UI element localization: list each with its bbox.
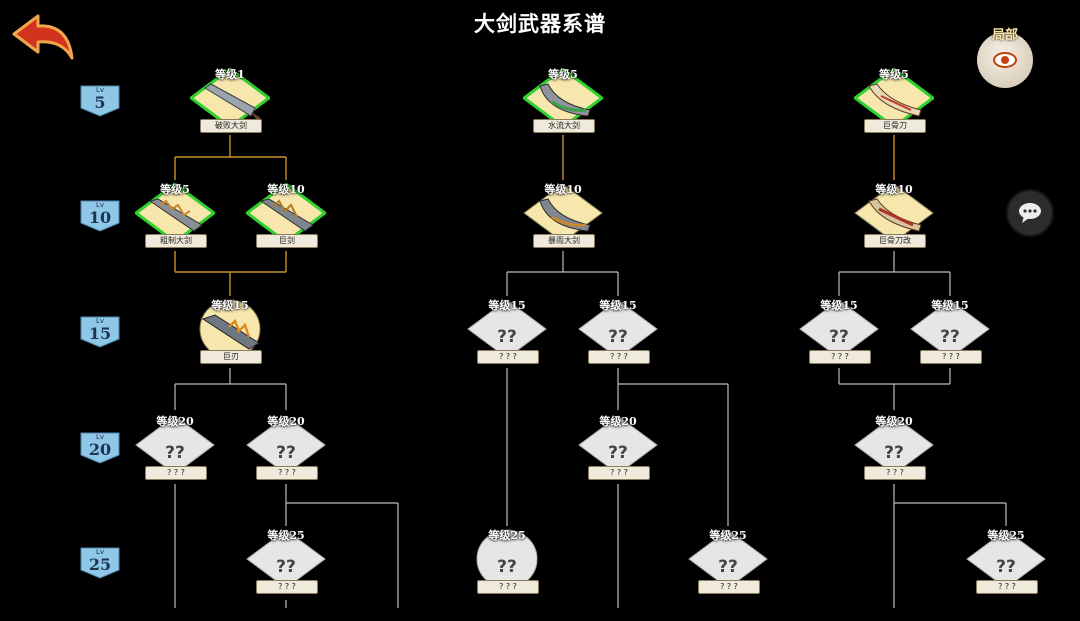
weapon-node-locked[interactable]: 等级20 ?? ? ? ? <box>120 407 230 507</box>
level-badge-15: Lv 15 <box>80 316 120 348</box>
eye-icon <box>993 52 1017 68</box>
weapon-node[interactable]: 等级1 破败大剑 <box>175 60 285 160</box>
weapon-node-locked[interactable]: 等级15 ?? ? ? ? <box>563 291 673 391</box>
chat-button[interactable] <box>1006 189 1054 237</box>
local-view-label: 局部 <box>991 28 1018 43</box>
weapon-node-locked[interactable]: 等级15 ?? ? ? ? <box>895 291 1005 391</box>
level-badge-5: Lv 5 <box>80 85 120 117</box>
bone-blade-icon <box>868 198 922 232</box>
tree-connectors <box>174 135 1007 608</box>
page-title: 大剑武器系谱 <box>474 11 606 36</box>
great-sword-icon <box>148 198 203 232</box>
weapon-node[interactable]: 等级15 巨刃 <box>175 291 285 391</box>
weapon-node[interactable]: 等级10 巨剑 <box>231 175 341 275</box>
speech-bubble-icon <box>1019 203 1041 223</box>
weapon-node[interactable]: 等级10 暴雨大剑 <box>508 175 618 275</box>
great-sword-icon <box>201 314 260 350</box>
weapon-node-locked[interactable]: 等级25 ?? ? ? ? <box>231 521 341 621</box>
curved-blade-icon <box>539 83 591 117</box>
great-sword-icon <box>259 198 314 232</box>
bone-blade-icon <box>868 83 922 117</box>
weapon-node-locked[interactable]: 等级20 ?? ? ? ? <box>839 407 949 507</box>
weapon-node[interactable]: 等级5 水流大剑 <box>508 60 618 160</box>
level-badge-25: Lv 25 <box>80 547 120 579</box>
weapon-node-locked[interactable]: 等级25 ?? ? ? ? <box>951 521 1061 621</box>
weapon-node-locked[interactable]: 等级25 ?? ? ? ? <box>673 521 783 621</box>
weapon-node[interactable]: 等级5 粗制大剑 <box>120 175 230 275</box>
back-arrow-icon <box>12 14 74 60</box>
weapon-node-locked[interactable]: 等级20 ?? ? ? ? <box>563 407 673 507</box>
back-button[interactable] <box>10 10 78 66</box>
weapon-node-locked[interactable]: 等级25 ?? ? ? ? <box>452 521 562 621</box>
level-badge-10: Lv 10 <box>80 200 120 232</box>
level-badge-20: Lv 20 <box>80 432 120 464</box>
local-view-button[interactable]: 局部 <box>976 24 1034 88</box>
weapon-node-locked[interactable]: 等级20 ?? ? ? ? <box>231 407 341 507</box>
curved-blade-icon <box>539 198 591 232</box>
weapon-node[interactable]: 等级5 巨骨刀 <box>839 60 949 160</box>
weapon-node[interactable]: 等级10 巨骨刀改 <box>839 175 949 275</box>
great-sword-icon <box>204 83 261 120</box>
weapon-node-locked[interactable]: 等级15 ?? ? ? ? <box>452 291 562 391</box>
weapon-node-locked[interactable]: 等级15 ?? ? ? ? <box>784 291 894 391</box>
